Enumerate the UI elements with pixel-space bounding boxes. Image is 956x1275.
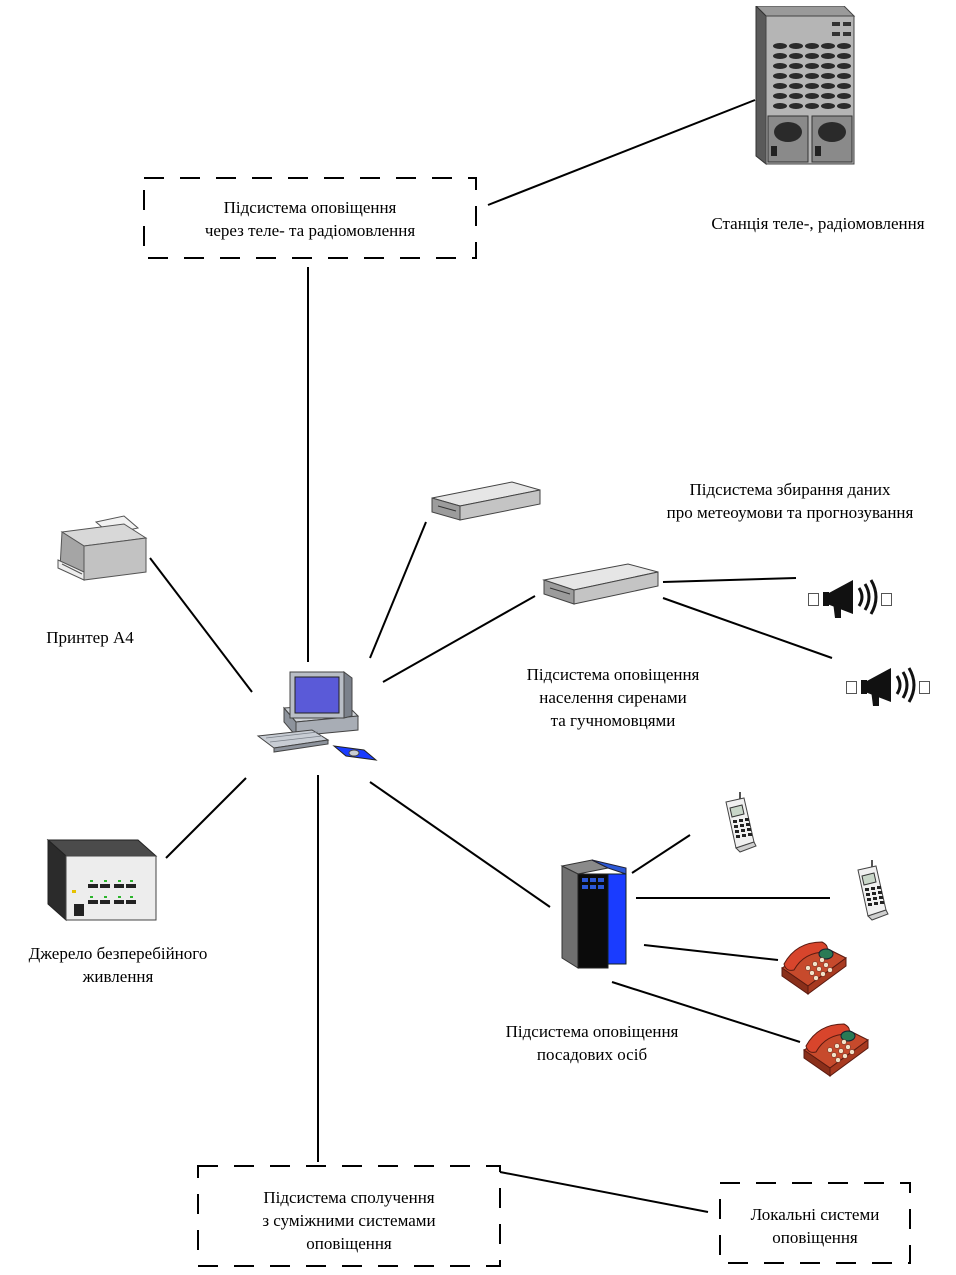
link-linkbox-local: [499, 1171, 709, 1213]
label-printer: Принтер А4: [46, 628, 134, 647]
link-computer-pbx: [369, 781, 551, 908]
link-modem2-computer: [382, 595, 536, 683]
label-station: Станція теле-, радіомовлення: [711, 214, 925, 233]
loudspeaker-icon: [823, 579, 878, 618]
link-ups-computer: [165, 777, 247, 859]
loudspeaker-group: [808, 576, 892, 622]
placeholder-glyph: [808, 592, 819, 606]
box-label-link: Підсистема сполучення з суміжними систем…: [262, 1188, 436, 1253]
link-tvbox-station: [487, 99, 756, 206]
link-printer-computer: [149, 557, 253, 693]
link-modem1-computer: [369, 521, 427, 659]
link-pbx-deskphone2: [611, 981, 801, 1043]
box-label-local: Локальні системи оповіщення: [750, 1205, 880, 1247]
modem-icon: [431, 481, 541, 521]
computer-icon: [256, 671, 378, 761]
printer-icon: [57, 515, 148, 581]
link-pbx-mobile1: [631, 834, 691, 874]
mobile-phone-icon: [725, 792, 757, 853]
placeholder-glyph: [919, 680, 930, 694]
pbx-server-icon: [560, 859, 627, 969]
box-label-tv-radio: Підсистема оповіщення через теле- та рад…: [204, 198, 416, 240]
dashed-box-tv-radio: [143, 177, 477, 259]
placeholder-glyph: [881, 592, 892, 606]
server-rack-icon: [755, 6, 856, 166]
placeholder-glyph: [846, 680, 857, 694]
dashed-box-local: [719, 1182, 911, 1264]
link-pbx-deskphone1: [643, 944, 779, 961]
mobile-phone-icon: [857, 860, 889, 921]
label-ups: Джерело безперебійного живлення: [28, 944, 208, 986]
loudspeaker-icon: [861, 667, 916, 706]
label-meteo: Підсистема збирання даних про метеоумови…: [666, 480, 914, 522]
link-modem2-speaker1: [662, 577, 797, 583]
link-modem2-speaker2: [662, 597, 833, 659]
loudspeaker-group: [846, 664, 930, 710]
label-sirens: Підсистема оповіщення населення сиренами…: [526, 665, 700, 730]
label-officials: Підсистема оповіщення посадових осіб: [505, 1022, 679, 1064]
desk-phone-icon: [781, 941, 847, 995]
dashed-box-link: [197, 1165, 501, 1267]
modem-icon: [542, 563, 659, 605]
ups-icon: [46, 838, 158, 922]
desk-phone-icon: [803, 1023, 869, 1077]
